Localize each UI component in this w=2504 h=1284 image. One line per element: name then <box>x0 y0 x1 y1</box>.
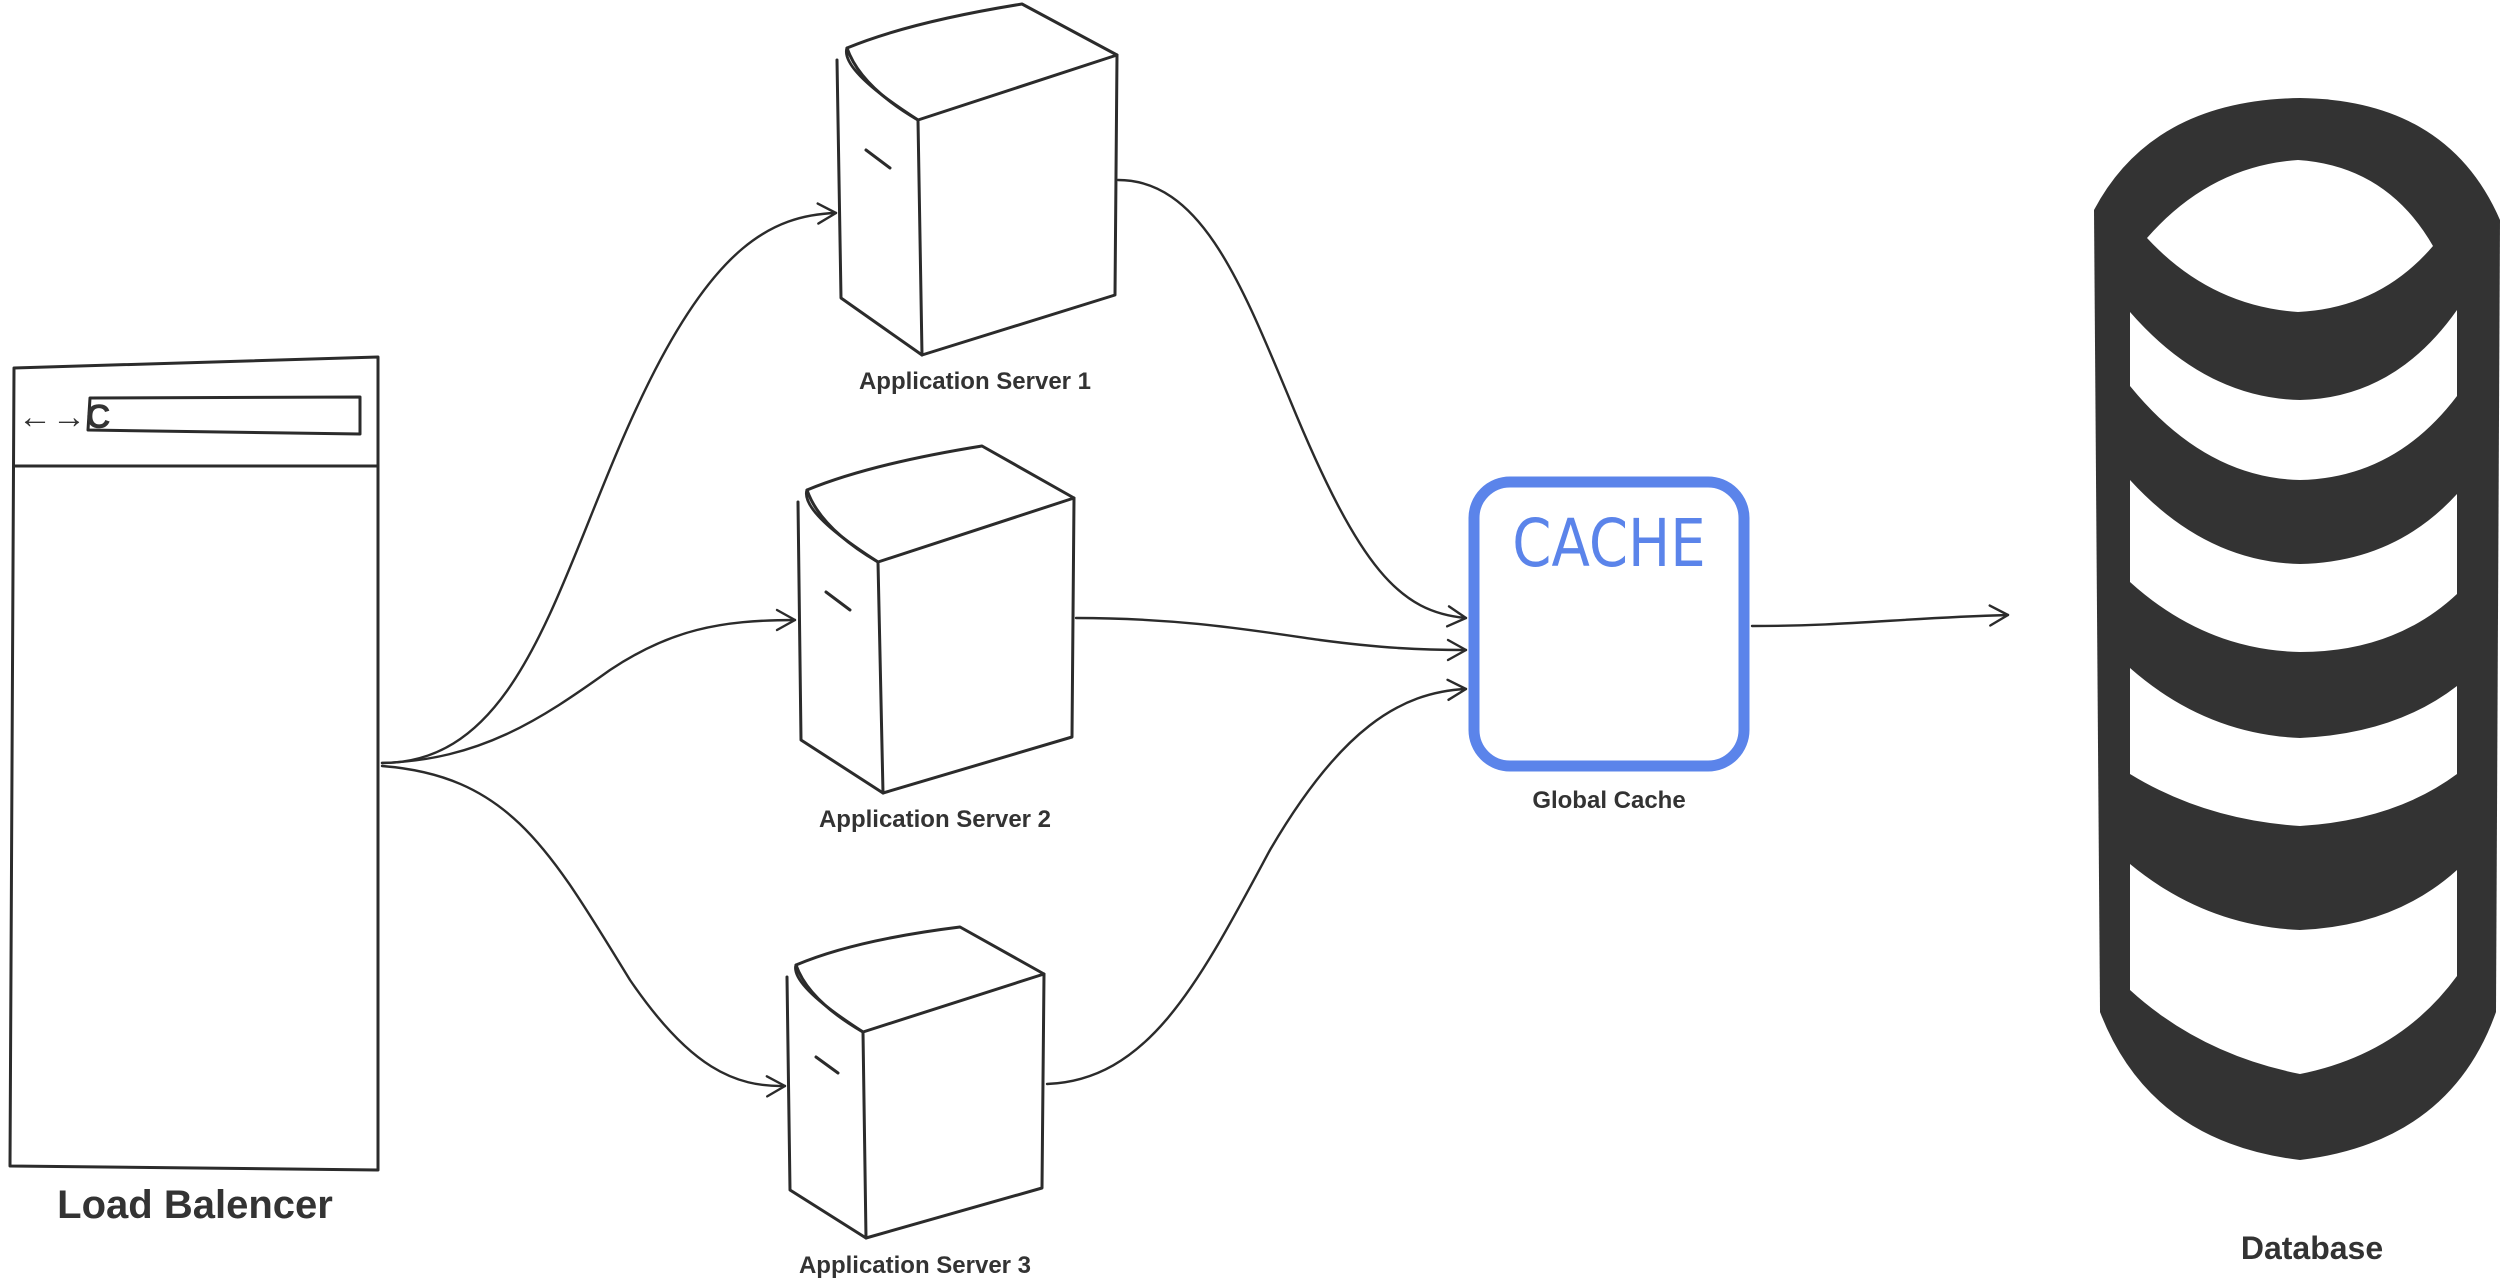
server-3-label: Application Server 3 <box>799 1252 1031 1279</box>
database-icon <box>2094 98 2500 1160</box>
edge-lb-to-server-2 <box>380 608 797 765</box>
server-2-icon <box>796 444 1076 795</box>
server-1-label: Application Server 1 <box>859 368 1091 395</box>
database-label: Database <box>2241 1230 2383 1266</box>
edge-server-1-to-cache <box>1116 178 1468 628</box>
cache-box <box>1468 476 1750 772</box>
edge-server-2-to-cache <box>1074 616 1468 662</box>
edge-server-3-to-cache <box>1045 678 1468 1086</box>
browser-nav-icons: ←→C <box>18 398 111 436</box>
global-cache: CACHE <box>1468 476 1750 772</box>
cache-label: Global Cache <box>1532 787 1685 814</box>
edge-cache-to-database <box>1750 604 2010 628</box>
server-3-icon <box>785 925 1046 1240</box>
server-2-label: Application Server 2 <box>819 806 1051 833</box>
server-1-icon <box>835 2 1119 357</box>
cache-title: CACHE <box>1512 506 1705 583</box>
connections <box>380 178 2010 1098</box>
edge-lb-to-server-3 <box>380 764 787 1098</box>
edge-lb-to-server-1 <box>380 202 838 765</box>
load-balancer-label: Load Balencer <box>57 1183 333 1227</box>
load-balancer: ←→C <box>8 355 380 1172</box>
